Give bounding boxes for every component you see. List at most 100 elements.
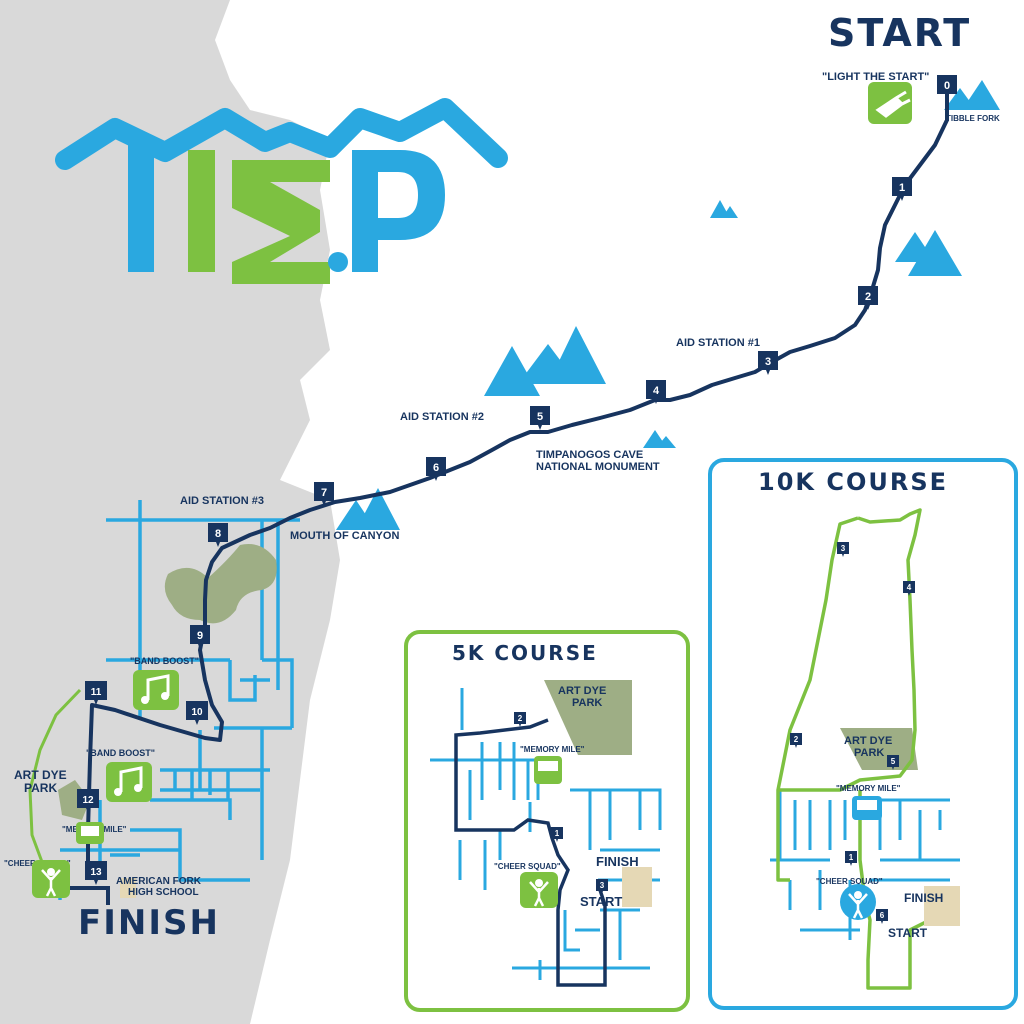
mile-marker: 3 [837,542,849,557]
svg-text:0: 0 [944,80,950,92]
mile-marker: 1 [551,827,563,842]
course-10k-park-label-2: PARK [854,747,884,759]
art-dye-park-label: ART DYE [14,768,67,782]
course-5k-panel: 5K COURSE ART DYE PARK FINISH START "MEM… [404,630,690,1012]
music-note-icon [146,674,170,700]
mile-marker: 2 [790,733,802,748]
mile-marker: 7 [314,482,334,506]
logo-p-shape [352,150,445,272]
start-title: START [828,11,971,55]
aid-station-2-label: AID STATION #2 [400,411,484,423]
cheer-squad-badge: "CHEER SQUAD" [816,877,883,920]
mountain-icon [336,488,400,530]
course-5k-title: 5K COURSE [452,641,598,665]
mile-marker: 1 [892,177,912,201]
svg-text:13: 13 [90,867,102,878]
svg-text:10: 10 [191,707,203,718]
svg-text:2: 2 [518,714,523,723]
half-marathon-route-alt [28,688,82,871]
svg-text:6: 6 [880,911,885,920]
course-10k-park-label: ART DYE [844,735,892,747]
svg-text:2: 2 [865,291,871,303]
svg-text:5: 5 [891,757,896,766]
svg-text:8: 8 [215,528,221,540]
mountain-icon [643,430,676,448]
course-5k-memory-mile-label: "MEMORY MILE" [520,745,585,754]
course-5k-park [544,680,632,755]
course-5k-frame [404,630,690,1012]
mile-marker: 2 [514,712,526,727]
svg-text:12: 12 [82,795,94,806]
memory-mile-badge: "MEMORY MILE" [836,784,901,820]
svg-text:1: 1 [555,829,560,838]
memory-mile-badge: "MEMORY MILE" [62,822,127,844]
mouth-of-canyon-label: MOUTH OF CANYON [290,530,399,542]
mile-marker: 11 [85,681,107,705]
park-area [164,544,277,624]
mile-marker: 3 [596,879,608,894]
mountain-icons [336,80,1000,530]
mile-marker: 6 [876,909,888,924]
svg-text:9: 9 [197,630,203,642]
band-boost-badge: "BAND BOOST" [86,748,155,802]
light-the-start-label: "LIGHT THE START" [822,71,929,83]
finish-title: FINISH [78,903,220,943]
svg-text:1: 1 [849,853,854,862]
course-10k-memory-mile-label: "MEMORY MILE" [836,784,901,793]
music-note-icon [133,670,179,710]
mile-marker: 4 [903,581,915,596]
course-5k-park-label-2: PARK [572,697,602,709]
svg-text:7: 7 [321,487,327,499]
high-school-label: AMERICAN FORK [116,876,202,887]
course-5k-cheer-squad-label: "CHEER SQUAD" [494,862,561,871]
mile-marker: 5 [887,755,899,770]
mile-marker: 1 [845,851,857,866]
svg-text:4: 4 [653,385,660,397]
art-dye-park-label-2: PARK [24,781,57,795]
svg-text:11: 11 [91,687,102,698]
course-5k-finish-area [622,867,652,907]
course-10k-route [776,508,931,990]
mile-marker: 9 [190,625,210,649]
course-5k-streets [430,688,662,980]
cheer-squad-badge: "CHEER SQUAD" [494,862,561,908]
mountain-icon [484,326,606,396]
course-5k-park-label: ART DYE [558,685,606,697]
band-boost-badge: "BAND BOOST" [130,656,199,710]
music-note-icon [119,766,143,792]
finish-spur [70,886,110,905]
band-boost-label: "BAND BOOST" [86,748,155,758]
mile-marker: 10 [186,701,208,725]
cheer-squad-badge: "CHEER SQUAD" [4,859,71,898]
mile-marker: 13 [85,861,107,885]
course-10k-panel: 10K COURSE ART DYE PARK FINISH START "ME… [708,458,1018,1010]
mile-marker: 12 [77,789,99,813]
mile-marker: 5 [530,406,550,430]
course-5k-start-label: START [580,894,622,909]
svg-text:3: 3 [841,544,846,553]
tibble-fork-label: TIBBLE FORK [946,114,1000,123]
mile-marker: 3 [758,351,778,375]
svg-text:5: 5 [537,411,543,423]
svg-text:2: 2 [794,735,799,744]
svg-text:1: 1 [899,182,905,194]
music-note-icon [106,762,152,802]
timp-logo [55,98,508,284]
flashlight-icon [875,90,911,118]
course-10k-cheer-squad-label: "CHEER SQUAD" [816,877,883,886]
course-10k-start-label: START [888,926,928,940]
mile-marker: 4 [646,380,666,404]
school-area [120,878,136,898]
mile-marker: 6 [426,457,446,481]
aid-station-3-label: AID STATION #3 [180,495,264,507]
mile-marker: 8 [208,523,228,547]
mile-marker: 2 [858,286,878,310]
mountain-icon [895,230,962,276]
course-10k-finish-area [924,886,960,926]
high-school-label-2: HIGH SCHOOL [128,887,199,898]
aid-station-1-label: AID STATION #1 [676,337,760,349]
logo-i-shape [188,150,215,272]
logo-t-stem [128,140,154,272]
